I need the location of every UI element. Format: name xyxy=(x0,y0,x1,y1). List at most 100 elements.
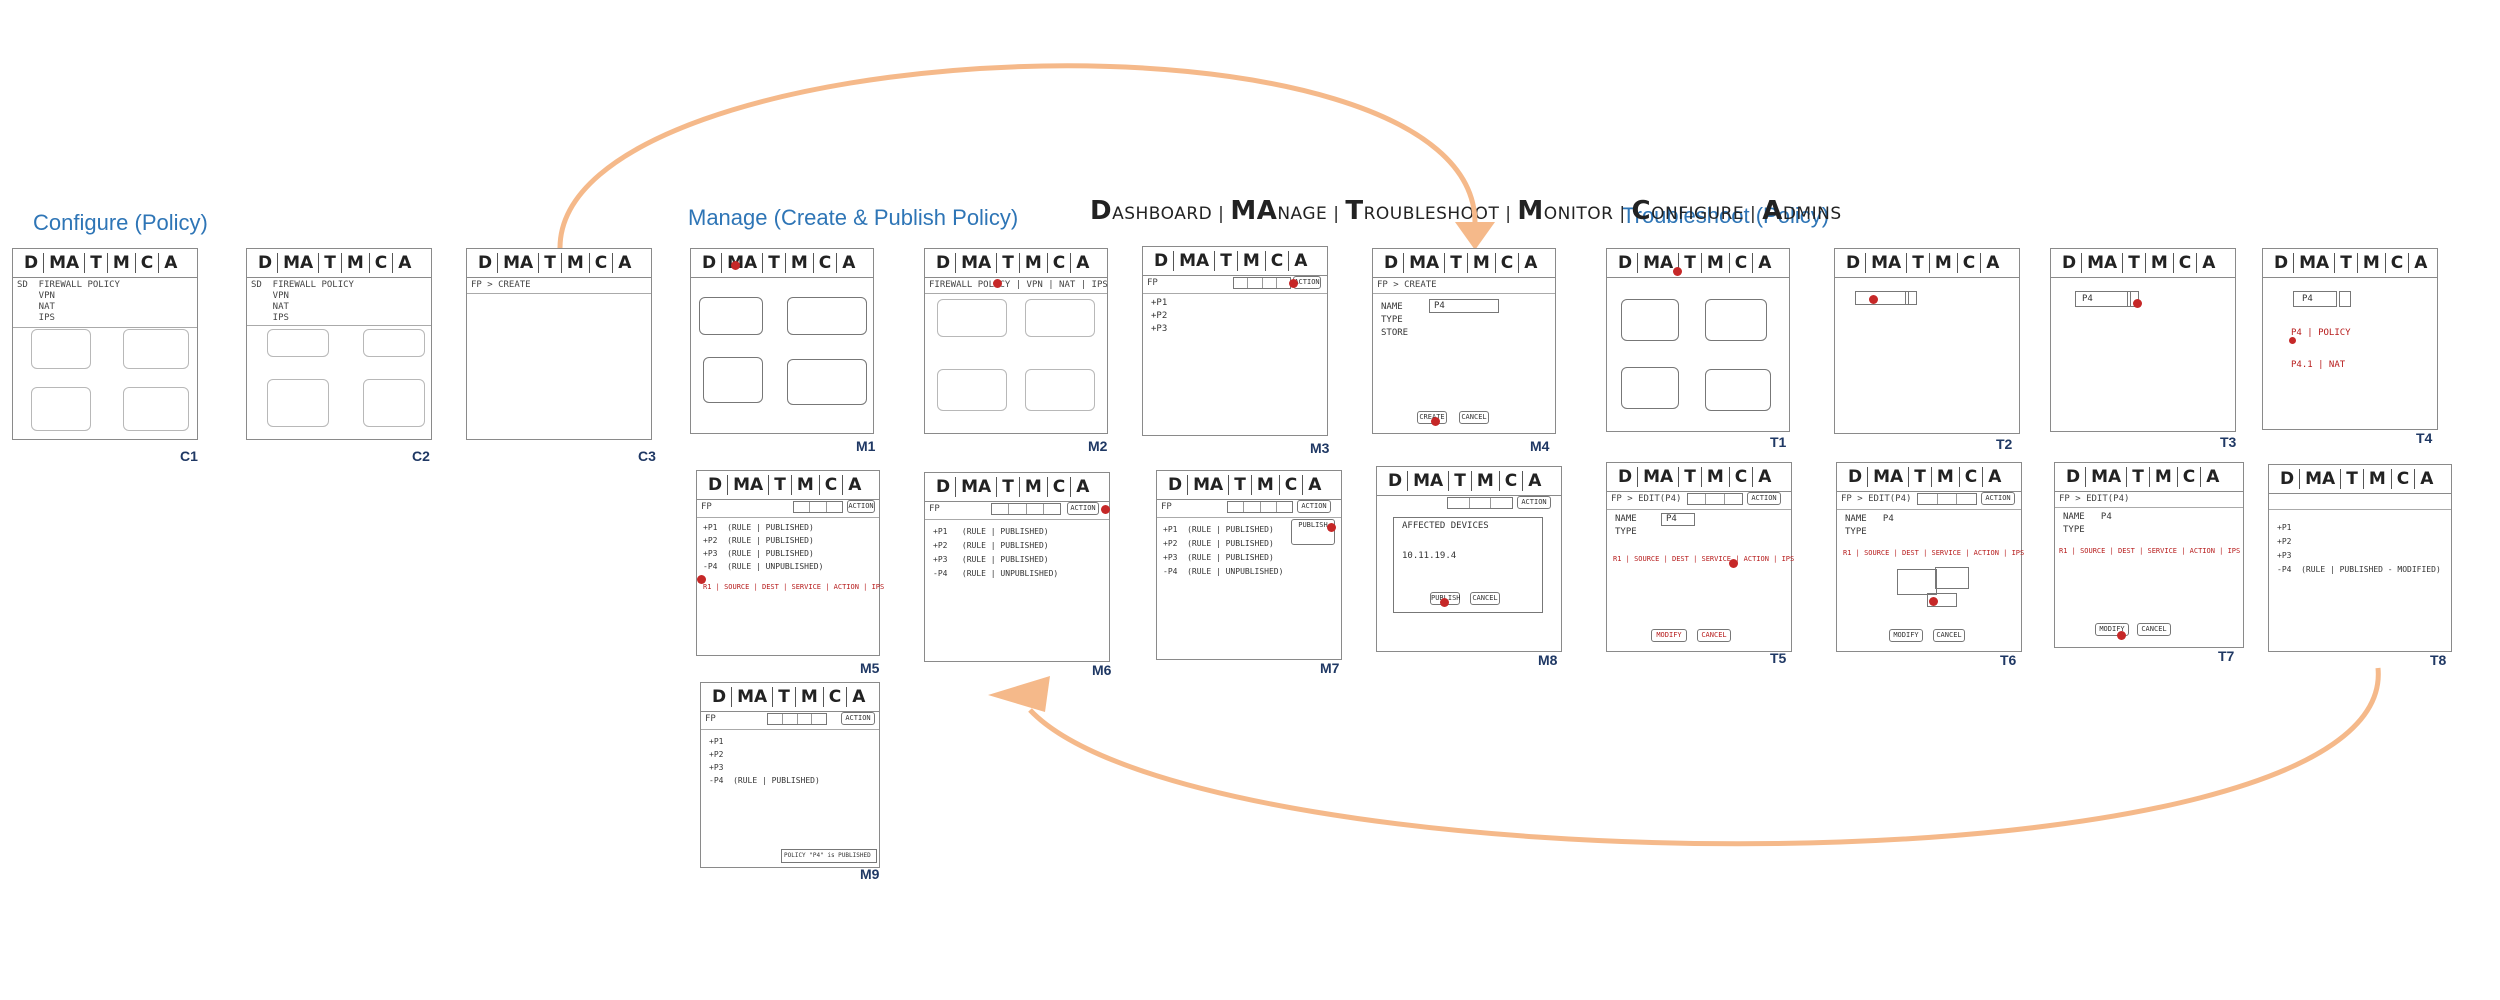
nav-tab-d[interactable]: D xyxy=(931,253,957,273)
name-input[interactable]: P4 xyxy=(1429,299,1499,313)
nav-tab-d[interactable]: D xyxy=(697,253,723,273)
nav-tab-ma[interactable]: MA xyxy=(2294,253,2336,273)
nav-tab-ma[interactable]: MA xyxy=(1868,467,1910,487)
nav-tab-c[interactable]: C xyxy=(1958,253,1982,273)
nav-tab-d[interactable]: D xyxy=(1149,251,1175,271)
nav-tab-m[interactable]: M xyxy=(2146,253,2174,273)
action-button[interactable]: ACTION xyxy=(1981,492,2015,505)
nav-tab-t[interactable]: T xyxy=(1679,253,1702,273)
nav-tab-a[interactable]: A xyxy=(2206,467,2220,487)
nav-tab-d[interactable]: D xyxy=(473,253,499,273)
nav-tab-a[interactable]: A xyxy=(1528,471,1542,491)
nav-tab-d[interactable]: D xyxy=(2057,253,2083,273)
nav-tab-c[interactable]: C xyxy=(1730,253,1754,273)
modify-button[interactable]: MODIFY xyxy=(1889,629,1923,642)
nav-tab-d[interactable]: D xyxy=(2061,467,2087,487)
nav-tab-ma[interactable]: MA xyxy=(956,253,998,273)
search-input[interactable] xyxy=(1855,291,1909,305)
search-result-policy[interactable]: P4 | POLICY xyxy=(2291,328,2351,338)
nav-tab-a[interactable]: A xyxy=(618,253,632,273)
nav-tab-a[interactable]: A xyxy=(848,475,862,495)
nav-tab-a[interactable]: A xyxy=(1076,477,1090,497)
nav-tab-m[interactable]: M xyxy=(1930,253,1958,273)
action-button[interactable]: ACTION xyxy=(1517,496,1551,509)
nav-tab-t[interactable]: T xyxy=(1445,253,1468,273)
nav-tab-m[interactable]: M xyxy=(108,253,136,273)
nav-tab-a[interactable]: A xyxy=(1986,253,2000,273)
nav-tab-m[interactable]: M xyxy=(1020,253,1048,273)
nav-tab-m[interactable]: M xyxy=(1932,467,1960,487)
nav-tab-d[interactable]: D xyxy=(1613,467,1639,487)
nav-tab-m[interactable]: M xyxy=(2364,469,2392,489)
nav-tab-t[interactable]: T xyxy=(1215,251,1238,271)
publish-menu-item[interactable]: PUBLISH xyxy=(1291,519,1335,545)
nav-tab-ma[interactable]: MA xyxy=(2082,253,2124,273)
cancel-button[interactable]: CANCEL xyxy=(1459,411,1489,424)
name-input[interactable]: P4 xyxy=(1661,513,1695,526)
nav-tab-ma[interactable]: MA xyxy=(722,253,764,273)
nav-tab-ma[interactable]: MA xyxy=(1174,251,1216,271)
nav-tab-ma[interactable]: MA xyxy=(1188,475,1230,495)
nav-tab-ma[interactable]: MA xyxy=(956,477,998,497)
search-input[interactable]: P4 xyxy=(2075,291,2131,307)
nav-tab-m[interactable]: M xyxy=(796,687,824,707)
nav-tab-a[interactable]: A xyxy=(164,253,178,273)
nav-tab-t[interactable]: T xyxy=(1229,475,1252,495)
nav-tab-a[interactable]: A xyxy=(1076,253,1090,273)
nav-tab-m[interactable]: M xyxy=(2150,467,2178,487)
nav-tab-m[interactable]: M xyxy=(2358,253,2386,273)
nav-tab-c[interactable]: C xyxy=(2392,469,2416,489)
nav-tab-ma[interactable]: MA xyxy=(728,475,770,495)
nav-tab-a[interactable]: A xyxy=(398,253,412,273)
nav-tab-c[interactable]: C xyxy=(1960,467,1984,487)
nav-tab-ma[interactable]: MA xyxy=(1866,253,1908,273)
nav-tab-c[interactable]: C xyxy=(820,475,844,495)
nav-tab-d[interactable]: D xyxy=(1163,475,1189,495)
nav-tab-a[interactable]: A xyxy=(2420,469,2434,489)
nav-tab-c[interactable]: C xyxy=(824,687,848,707)
search-input[interactable]: P4 xyxy=(2293,291,2337,307)
action-button[interactable]: ACTION xyxy=(841,712,875,725)
nav-tab-c[interactable]: C xyxy=(2386,253,2410,273)
nav-tab-a[interactable]: A xyxy=(1988,467,2002,487)
nav-tab-d[interactable]: D xyxy=(707,687,733,707)
nav-tab-t[interactable]: T xyxy=(1449,471,1472,491)
nav-tab-d[interactable]: D xyxy=(1841,253,1867,273)
nav-tab-c[interactable]: C xyxy=(1266,251,1290,271)
cancel-button[interactable]: CANCEL xyxy=(1470,592,1500,605)
nav-tab-t[interactable]: T xyxy=(2335,253,2358,273)
nav-tab-ma[interactable]: MA xyxy=(1638,253,1680,273)
nav-tab-a[interactable]: A xyxy=(852,687,866,707)
nav-tab-c[interactable]: C xyxy=(1048,253,1072,273)
nav-tab-a[interactable]: A xyxy=(1524,253,1538,273)
nav-tab-a[interactable]: A xyxy=(1758,467,1772,487)
nav-tab-a[interactable]: A xyxy=(1758,253,1772,273)
nav-tab-t[interactable]: T xyxy=(773,687,796,707)
cancel-button[interactable]: CANCEL xyxy=(2137,623,2171,636)
nav-tab-c[interactable]: C xyxy=(2178,467,2202,487)
nav-tab-c[interactable]: C xyxy=(1048,477,1072,497)
nav-tab-d[interactable]: D xyxy=(931,477,957,497)
nav-tab-m[interactable]: M xyxy=(1238,251,1266,271)
nav-tab-ma[interactable]: MA xyxy=(44,253,86,273)
nav-tab-m[interactable]: M xyxy=(1020,477,1048,497)
nav-tab-t[interactable]: T xyxy=(1679,467,1702,487)
nav-tab-ma[interactable]: MA xyxy=(2086,467,2128,487)
nav-tab-a[interactable]: A xyxy=(2414,253,2428,273)
nav-tab-m[interactable]: M xyxy=(786,253,814,273)
nav-tab-a[interactable]: A xyxy=(1308,475,1322,495)
nav-tab-m[interactable]: M xyxy=(562,253,590,273)
nav-tab-t[interactable]: T xyxy=(2127,467,2150,487)
nav-tab-t[interactable]: T xyxy=(2123,253,2146,273)
nav-tab-ma[interactable]: MA xyxy=(1408,471,1450,491)
nav-tab-m[interactable]: M xyxy=(1702,467,1730,487)
nav-tab-t[interactable]: T xyxy=(539,253,562,273)
nav-tab-m[interactable]: M xyxy=(1702,253,1730,273)
nav-tab-d[interactable]: D xyxy=(1383,471,1409,491)
nav-tab-m[interactable]: M xyxy=(1252,475,1280,495)
nav-tab-m[interactable]: M xyxy=(1472,471,1500,491)
nav-tab-d[interactable]: D xyxy=(2269,253,2295,273)
nav-tab-a[interactable]: A xyxy=(842,253,856,273)
nav-tab-a[interactable]: A xyxy=(2202,253,2216,273)
modify-button[interactable]: MODIFY xyxy=(2095,623,2129,636)
